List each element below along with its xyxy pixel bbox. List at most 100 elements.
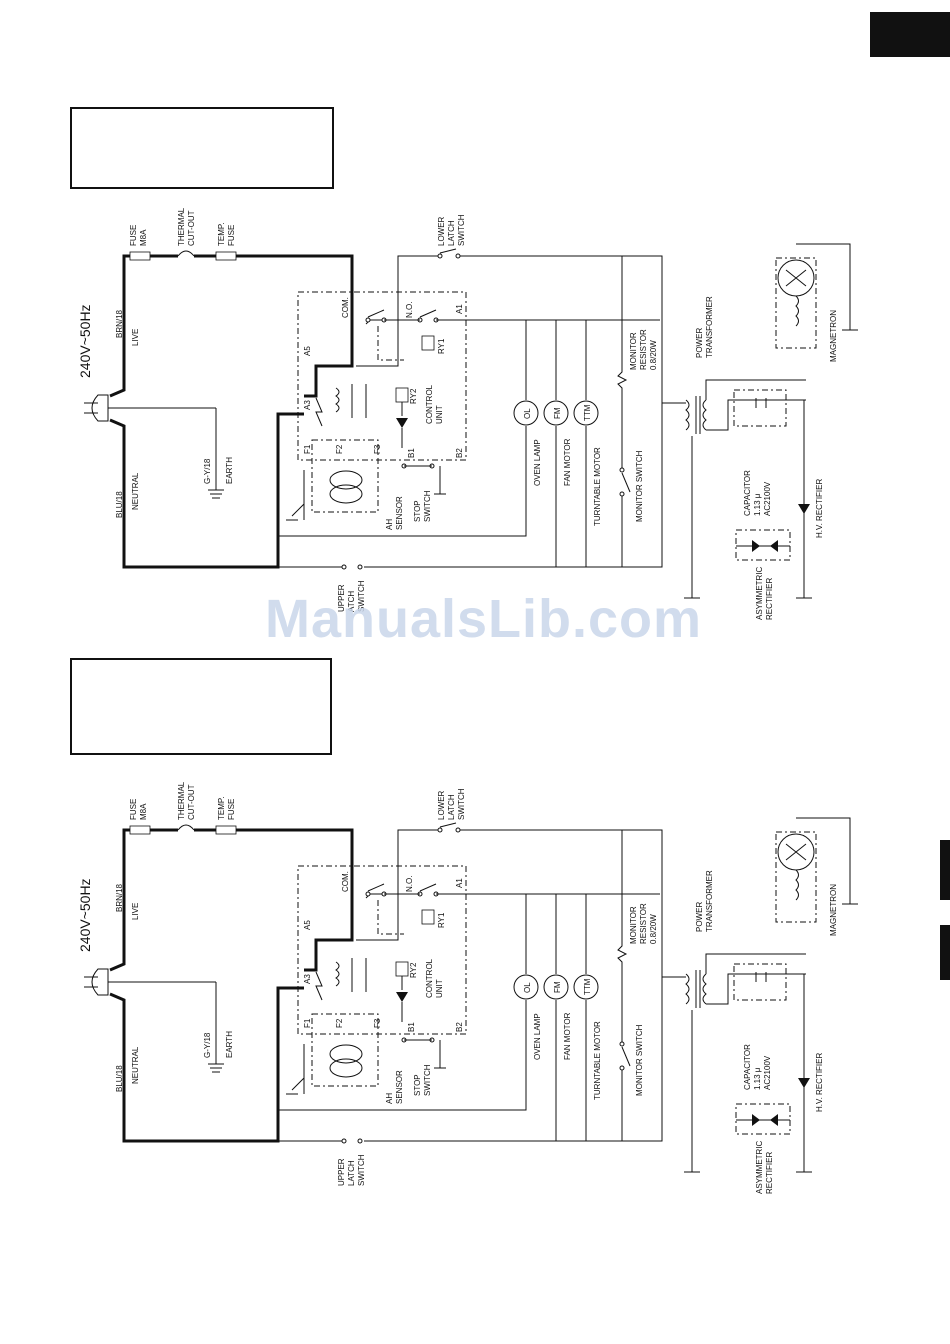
b1-label: B1 <box>407 1022 416 1032</box>
no-label: N.O. <box>405 876 414 892</box>
lower-latch-label-3: SWITCH <box>457 788 466 820</box>
monitor-resistor-label-2: RESISTOR <box>639 329 648 370</box>
brn-label: BRN/18 <box>115 309 124 338</box>
f3-label: F3 <box>373 1018 382 1028</box>
control-unit-label-2: UNIT <box>435 405 444 424</box>
fuse-label: FUSE <box>129 799 138 820</box>
fuse-rating-label: M8A <box>139 229 148 246</box>
lower-latch-label-3: SWITCH <box>457 214 466 246</box>
temp-fuse-label-2: FUSE <box>227 799 236 820</box>
page-tab-right-2 <box>940 925 950 980</box>
b1-label: B1 <box>407 448 416 458</box>
upper-latch-label-2: ATCH <box>347 591 356 612</box>
a5-label: A5 <box>303 920 312 930</box>
temp-fuse-label-2: FUSE <box>227 225 236 246</box>
power-transformer-label: POWER <box>695 328 704 358</box>
upper-latch-label: UPPER <box>337 584 346 612</box>
f2-label: F2 <box>335 444 344 454</box>
power-transformer-label-2: TRANSFORMER <box>705 870 714 932</box>
power-transformer-label: POWER <box>695 902 704 932</box>
control-unit-label: CONTROL <box>425 958 434 998</box>
live-label: LIVE <box>131 903 140 920</box>
thermal-cutout-label: THERMAL <box>177 781 186 820</box>
f2-label: F2 <box>335 1018 344 1028</box>
diagram-title-box-bottom <box>70 658 332 755</box>
no-label: N.O. <box>405 302 414 318</box>
labels-diagram-2: 240V~50Hz FUSE M8A THERMAL CUT-OUT TEMP.… <box>77 781 838 1194</box>
monitor-resistor-label-2: RESISTOR <box>639 903 648 944</box>
ry2-label: RY2 <box>409 962 418 978</box>
f1-label: F1 <box>303 444 312 454</box>
monitor-switch-label: MONITOR SWITCH <box>635 1024 644 1096</box>
monitor-resistor-label: MONITOR <box>629 906 638 944</box>
stop-switch-label-2: SWITCH <box>423 1064 432 1096</box>
fan-motor-label: FAN MOTOR <box>563 1012 572 1060</box>
fuse-rating-label: M8A <box>139 803 148 820</box>
com-label: COM. <box>341 871 350 892</box>
neutral-label: NEUTRAL <box>131 1046 140 1084</box>
capacitor-label-2: 1.13 μ <box>753 493 762 516</box>
power-transformer-label-2: TRANSFORMER <box>705 296 714 358</box>
diagram-title-box-top <box>70 107 334 189</box>
f3-label: F3 <box>373 444 382 454</box>
gy-label: G-Y/18 <box>203 1032 212 1058</box>
hv-rectifier-label: H.V. RECTIFIER <box>815 479 824 538</box>
upper-latch-label-3: SWITCH <box>357 580 366 612</box>
ol-symbol-label: OL <box>523 982 532 993</box>
supply-label: 240V~50Hz <box>77 304 93 378</box>
stop-switch-label-2: SWITCH <box>423 490 432 522</box>
lower-latch-label: LOWER <box>437 216 446 246</box>
blu-label: BLU/18 <box>115 1065 124 1092</box>
page-tab-right-1 <box>940 840 950 900</box>
lower-latch-label-2: LATCH <box>447 220 456 246</box>
monitor-resistor-label-3: 0.8/20W <box>649 914 658 944</box>
capacitor-label-3: AC2100V <box>763 481 772 516</box>
asym-rectifier-label: ASYMMETRIC <box>755 566 764 620</box>
page-tab-top <box>870 12 950 57</box>
com-label: COM. <box>341 297 350 318</box>
ah-sensor-label: AH <box>385 1093 394 1104</box>
a3-label: A3 <box>303 974 312 984</box>
fm-symbol-label: FM <box>553 407 562 419</box>
labels-diagram-1: 240V~50Hz FUSE M8A THERMAL CUT-OUT TEMP.… <box>77 207 838 620</box>
live-label: LIVE <box>131 329 140 346</box>
asym-rectifier-label-2: RECTIFIER <box>765 578 774 620</box>
thermal-cutout-label-2: CUT-OUT <box>187 210 196 246</box>
b2-label: B2 <box>455 1022 464 1032</box>
ah-sensor-label-2: SENSOR <box>395 1070 404 1104</box>
upper-latch-label-2: LATCH <box>347 1160 356 1186</box>
monitor-resistor-label-3: 0.8/20W <box>649 340 658 370</box>
supply-label: 240V~50Hz <box>77 878 93 952</box>
fan-motor-label: FAN MOTOR <box>563 438 572 486</box>
lower-latch-label-2: LATCH <box>447 794 456 820</box>
blu-label: BLU/18 <box>115 491 124 518</box>
monitor-resistor-label: MONITOR <box>629 332 638 370</box>
neutral-label: NEUTRAL <box>131 472 140 510</box>
magnetron-label: MAGNETRON <box>829 884 838 936</box>
ry2-label: RY2 <box>409 388 418 404</box>
ah-sensor-label: AH <box>385 519 394 530</box>
watermark: ManualsLib.com <box>265 589 703 649</box>
capacitor-label-3: AC2100V <box>763 1055 772 1090</box>
a1-label: A1 <box>455 878 464 888</box>
oven-lamp-label: OVEN LAMP <box>533 439 542 486</box>
control-unit-label: CONTROL <box>425 384 434 424</box>
a1-label: A1 <box>455 304 464 314</box>
ry1-label: RY1 <box>437 338 446 354</box>
stop-switch-label: STOP <box>413 500 422 522</box>
earth-label: EARTH <box>225 457 234 484</box>
fm-symbol-label: FM <box>553 981 562 993</box>
f1-label: F1 <box>303 1018 312 1028</box>
oven-lamp-label: OVEN LAMP <box>533 1013 542 1060</box>
earth-label: EARTH <box>225 1031 234 1058</box>
capacitor-label-2: 1.13 μ <box>753 1067 762 1090</box>
ry1-label: RY1 <box>437 912 446 928</box>
wiring-diagram-2 <box>82 816 860 1174</box>
control-unit-label-2: UNIT <box>435 979 444 998</box>
a5-label: A5 <box>303 346 312 356</box>
hv-rectifier-label: H.V. RECTIFIER <box>815 1053 824 1112</box>
temp-fuse-label: TEMP. <box>217 797 226 820</box>
upper-latch-label-3: SWITCH <box>357 1154 366 1186</box>
tm-symbol-label: TTM <box>583 978 592 995</box>
